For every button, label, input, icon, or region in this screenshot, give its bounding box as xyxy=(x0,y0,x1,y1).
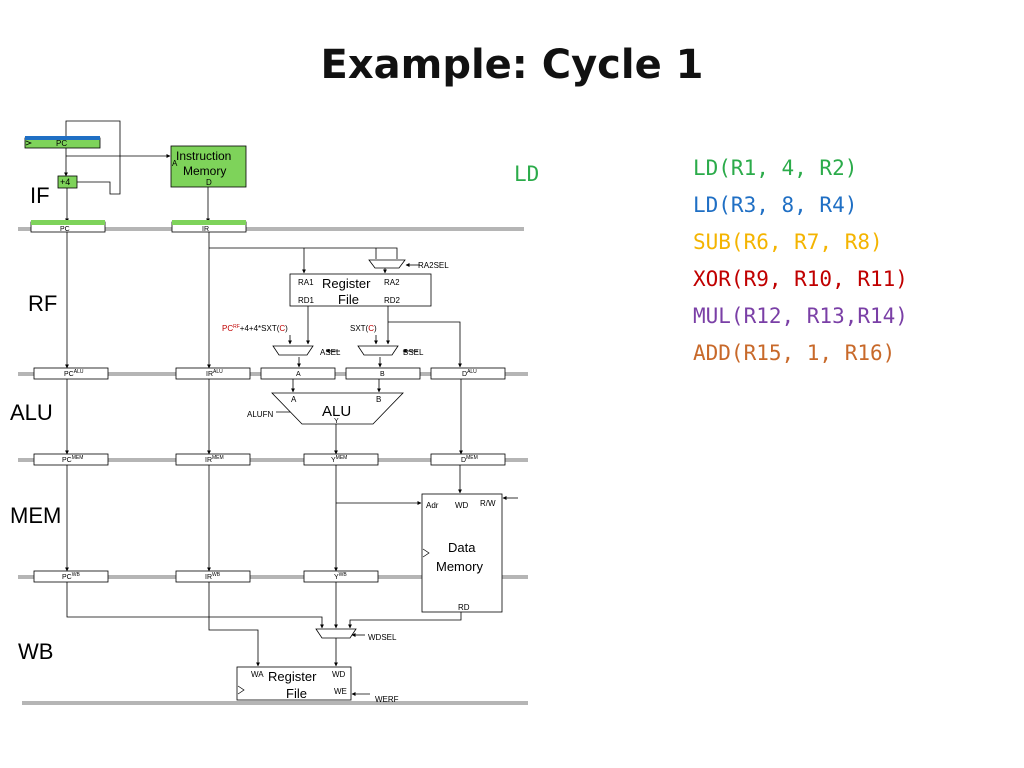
asel-label: ASEL xyxy=(320,348,341,357)
stage-label-alu: ALU xyxy=(10,400,53,425)
wdsel-label: WDSEL xyxy=(368,633,397,642)
stage-label-wb: WB xyxy=(18,639,53,664)
alu-in-b: B xyxy=(376,395,381,404)
dmem-port-rd: RD xyxy=(458,603,470,612)
pipe-reg-pc-mem xyxy=(33,453,109,466)
wb-rf-label-line1: Register xyxy=(268,669,317,684)
rf-port-rd2: RD2 xyxy=(384,296,401,305)
rf-port-rd1: RD1 xyxy=(298,296,315,305)
wdsel-mux: WDSEL xyxy=(315,628,397,642)
pipe-reg-ir-alu xyxy=(175,367,251,380)
alufn-label: ALUFN xyxy=(247,410,273,419)
pipe-reg-if-pc: PC xyxy=(30,220,106,233)
d-alu-label: DALU xyxy=(462,369,477,378)
bsel-mux: BSEL xyxy=(357,345,424,357)
y-wb-label: YWB xyxy=(334,572,347,581)
ra2sel-mux: RA2SEL xyxy=(368,259,449,270)
pipe-reg-if-ir: IR xyxy=(171,220,247,233)
pipe-regs-mem xyxy=(33,453,506,466)
pc-plus4-adder: +4 xyxy=(57,175,78,189)
ir-mem-label: IRMEM xyxy=(205,455,224,464)
stage-label-rf: RF xyxy=(28,291,57,316)
stage-label-if: IF xyxy=(30,183,50,208)
pipe-ir-if-label: IR xyxy=(202,226,209,233)
instruction-item: LD(R1, 4, R2) xyxy=(693,156,858,180)
rf-wires xyxy=(65,232,462,369)
pc-register: PC xyxy=(24,136,101,149)
pc-branch-target-expr: PCRF+4+4*SXT(C) xyxy=(222,324,288,333)
alu-unit: A B ALU Y xyxy=(271,392,404,425)
imem-port-a: A xyxy=(172,159,178,168)
pipe-reg-ir-wb xyxy=(175,570,251,583)
instruction-item: LD(R3, 8, R4) xyxy=(693,193,858,217)
a-reg-label: A xyxy=(296,371,301,378)
imem-port-d: D xyxy=(206,178,212,187)
rf-port-ra1: RA1 xyxy=(298,278,314,287)
rf-port-ra2: RA2 xyxy=(384,278,400,287)
wb-port-wa: WA xyxy=(251,670,264,679)
instruction-item: MUL(R12, R13,R14) xyxy=(693,304,908,328)
stage-label-mem: MEM xyxy=(10,503,61,528)
plus4-label: +4 xyxy=(60,177,70,187)
current-stage-instruction: LD xyxy=(514,162,540,186)
dmem-port-adr: Adr xyxy=(426,501,439,510)
pipe-reg-d-alu xyxy=(430,367,506,380)
pipe-pc-if-label: PC xyxy=(60,226,70,233)
register-file-read: Register File RA1 RA2 RD1 RD2 xyxy=(289,273,432,307)
instruction-memory: Instruction Memory A D xyxy=(170,145,247,188)
pipe-reg-y-wb xyxy=(303,570,379,583)
pipe-regs-wb xyxy=(33,570,379,583)
y-mem-label: YMEM xyxy=(331,455,347,464)
wb-port-wd: WD xyxy=(332,670,346,679)
instruction-item: XOR(R9, R10, R11) xyxy=(693,267,908,291)
d-mem-label: DMEM xyxy=(461,455,478,464)
dmem-label-line2: Memory xyxy=(436,559,483,574)
imem-label-line1: Instruction xyxy=(176,149,231,163)
bsel-label: BSEL xyxy=(403,348,424,357)
pc-mem-label: PCMEM xyxy=(62,455,83,464)
dmem-label-line1: Data xyxy=(448,540,476,555)
slide-title: Example: Cycle 1 xyxy=(320,42,704,88)
alu-in-a: A xyxy=(291,395,297,404)
dmem-port-rw: R/W xyxy=(480,499,496,508)
pipe-reg-ir-mem xyxy=(175,453,251,466)
stage-dividers xyxy=(18,227,528,705)
pipe-reg-a xyxy=(260,367,336,380)
ir-wb-label: IRWB xyxy=(205,572,221,581)
pc-wb-label: PCWB xyxy=(62,572,80,581)
instruction-list: LD(R1, 4, R2) LD(R3, 8, R4) SUB(R6, R7, … xyxy=(693,150,908,372)
ir-alu-label: IRALU xyxy=(206,369,223,378)
ra2sel-label: RA2SEL xyxy=(418,261,449,270)
pipe-reg-d-mem xyxy=(430,453,506,466)
pipe-reg-b xyxy=(345,367,421,380)
wb-port-we: WE xyxy=(334,687,347,696)
alu-label: ALU xyxy=(322,403,351,420)
mem-wires xyxy=(65,465,518,572)
asel-mux: ASEL xyxy=(272,345,341,357)
register-file-write: WA WD WE Register File xyxy=(236,666,352,701)
data-memory: Adr WD R/W Data Memory RD xyxy=(421,493,503,613)
werf-label: WERF xyxy=(375,695,399,704)
sxt-expr: SXT(C) xyxy=(350,324,377,333)
pc-label: PC xyxy=(56,139,67,148)
wb-wires xyxy=(66,582,462,696)
pipe-reg-y-mem xyxy=(303,453,379,466)
alu-out-y: Y xyxy=(334,418,339,425)
rf-label-line1: Register xyxy=(322,276,371,291)
rf-label-line2: File xyxy=(338,292,359,307)
if-wires xyxy=(64,120,210,223)
imem-label-line2: Memory xyxy=(183,164,226,178)
pipe-regs-alu xyxy=(33,367,506,380)
instruction-item: ADD(R15, 1, R16) xyxy=(693,341,896,365)
pipe-reg-pc-wb xyxy=(33,570,109,583)
wb-rf-label-line2: File xyxy=(286,686,307,701)
dmem-port-wd: WD xyxy=(455,501,469,510)
pipe-reg-pc-alu xyxy=(33,367,109,380)
b-reg-label: B xyxy=(380,371,385,378)
pc-alu-label: PCALU xyxy=(64,369,84,378)
instruction-item: SUB(R6, R7, R8) xyxy=(693,230,883,254)
